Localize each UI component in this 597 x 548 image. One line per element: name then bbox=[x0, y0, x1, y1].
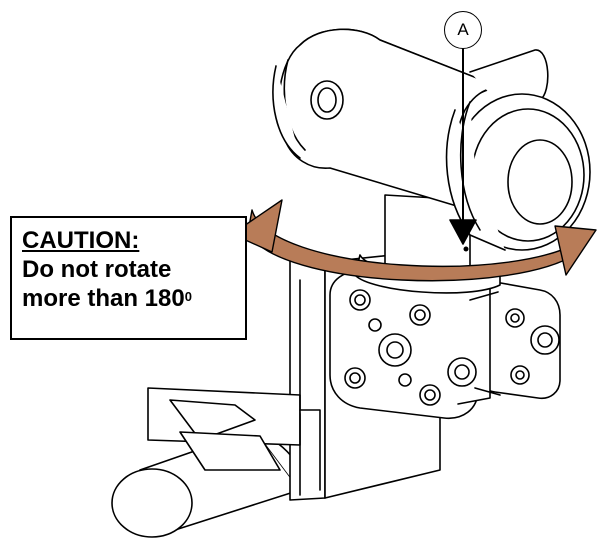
degree-superscript: 0 bbox=[184, 289, 192, 304]
caution-line-2: more than 1800 bbox=[22, 284, 245, 313]
caution-line-2-text: more than 180 bbox=[22, 285, 185, 312]
caution-title: CAUTION: bbox=[22, 227, 140, 254]
callout-a: A bbox=[444, 11, 482, 49]
electronics-housing bbox=[272, 28, 591, 251]
caution-line-1: Do not rotate bbox=[22, 256, 172, 283]
callout-leader bbox=[449, 48, 477, 252]
sensor-module bbox=[329, 270, 561, 419]
caution-box: CAUTION: Do not rotate more than 1800 bbox=[10, 216, 247, 340]
